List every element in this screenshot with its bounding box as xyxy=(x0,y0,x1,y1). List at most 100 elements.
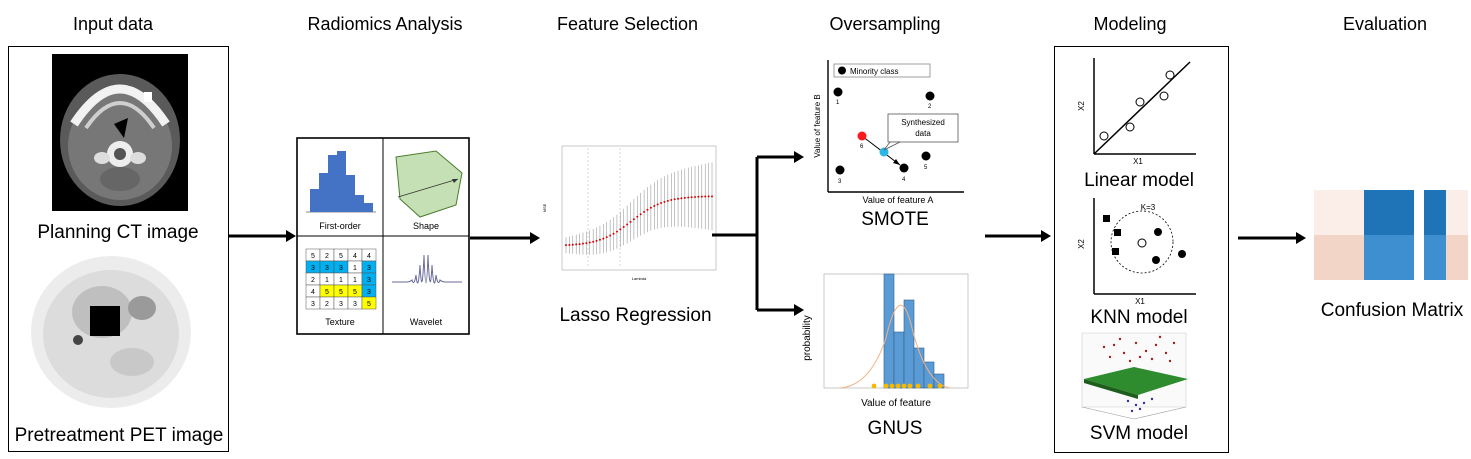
texture-cell-value: 5 xyxy=(353,289,357,296)
texture-cell-value: 1 xyxy=(325,277,329,284)
lasso-mean-point xyxy=(632,218,635,221)
stage-title-modeling: Modeling xyxy=(1093,14,1167,34)
wavelet-label: Wavelet xyxy=(410,317,443,327)
texture-cell-value: 3 xyxy=(367,265,371,272)
texture-cell-value: 5 xyxy=(367,301,371,308)
lasso-mean-point xyxy=(711,195,713,198)
pet-caption: Pretreatment PET image xyxy=(14,425,224,446)
lasso-mean-point xyxy=(643,210,646,213)
lasso-mean-point xyxy=(619,228,622,231)
lasso-mean-point xyxy=(649,206,652,209)
lasso-mean-point xyxy=(585,242,588,245)
texture-cell-value: 4 xyxy=(367,253,371,260)
smote-point-label-6: 6 xyxy=(860,144,864,150)
smote-plot: Value of feature B Value of feature A Mi… xyxy=(813,60,964,205)
smote-point-label-4: 4 xyxy=(902,177,906,183)
texture-cell-value: 1 xyxy=(353,277,357,284)
lasso-caption: Lasso Regression xyxy=(559,305,712,326)
first-order-histogram xyxy=(306,151,376,213)
lasso-mean-point xyxy=(598,238,601,241)
gnus-xlabel: Value of feature xyxy=(861,398,931,409)
texture-cell-value: 1 xyxy=(353,265,357,272)
texture-cell-value: 3 xyxy=(367,289,371,296)
ct-image xyxy=(52,54,188,211)
smote-point-label-3: 3 xyxy=(838,179,842,185)
arrow-oversampling-to-modeling xyxy=(985,230,1051,242)
texture-cell-value: 3 xyxy=(339,301,343,308)
svm-model-plot xyxy=(1081,332,1188,420)
texture-cell-value: 3 xyxy=(311,265,315,272)
lasso-mean-point xyxy=(622,226,625,229)
shape-blob xyxy=(395,150,463,218)
smote-callout-line2: data xyxy=(915,129,931,138)
lasso-mean-point xyxy=(568,243,571,246)
lasso-mean-point xyxy=(605,236,608,239)
lasso-mean-point xyxy=(680,197,683,200)
stage-title-input: Input data xyxy=(72,14,154,34)
arrow-modeling-to-evaluation xyxy=(1238,232,1306,244)
shape-label: Shape xyxy=(413,221,439,231)
lasso-mean-point xyxy=(636,215,639,218)
texture-cell-value: 4 xyxy=(353,253,357,260)
lasso-mean-point xyxy=(663,200,666,203)
lasso-mean-point xyxy=(700,195,703,198)
smote-callout-line1: Synthesized xyxy=(901,118,945,127)
svm-caption: SVM model xyxy=(1089,423,1189,444)
texture-cell-value: 5 xyxy=(339,253,343,260)
lasso-mean-point xyxy=(646,208,649,211)
confusion-matrix-caption: Confusion Matrix xyxy=(1320,300,1464,321)
confusion-matrices xyxy=(1314,190,1468,280)
stage-title-radiomics: Radiomics Analysis xyxy=(307,14,463,34)
lasso-mean-point xyxy=(653,204,656,207)
wavelet-curve xyxy=(392,254,462,284)
smote-legend: Minority class xyxy=(850,67,898,76)
smote-point-label-5: 5 xyxy=(924,165,928,171)
lasso-mean-point xyxy=(602,237,605,240)
first-order-label: First-order xyxy=(319,221,361,231)
lasso-mean-point xyxy=(670,199,673,202)
arrow-radiomics-to-selection xyxy=(470,232,540,244)
smote-point-label-1: 1 xyxy=(836,100,840,106)
smote-xlabel: Value of feature A xyxy=(863,195,934,205)
texture-cell-value: 5 xyxy=(311,253,315,260)
lasso-mean-point xyxy=(683,196,686,199)
stage-title-evaluation: Evaluation xyxy=(1342,14,1428,34)
texture-cell-value: 3 xyxy=(367,277,371,284)
texture-cell-value: 2 xyxy=(325,301,329,308)
linear-x2-label: X2 xyxy=(1077,101,1086,111)
texture-cell-value: 4 xyxy=(311,289,315,296)
lasso-mean-point xyxy=(575,243,578,246)
lasso-mean-point xyxy=(581,242,584,245)
knn-k-label: K=3 xyxy=(1141,203,1156,212)
lasso-mean-point xyxy=(592,240,595,243)
knn-caption: KNN model xyxy=(1090,307,1188,328)
arrow-input-to-radiomics xyxy=(228,230,296,242)
texture-cell-value: 1 xyxy=(339,277,343,284)
texture-label: Texture xyxy=(325,317,355,327)
lasso-mean-point xyxy=(595,239,598,242)
lasso-plot: MSE Lambda xyxy=(542,145,717,281)
lasso-mean-point xyxy=(565,244,567,247)
confusion-matrix-1 xyxy=(1314,190,1414,280)
gnus-plot: probability Value of feature xyxy=(802,273,969,409)
lasso-mean-point xyxy=(690,196,693,199)
lasso-mean-point xyxy=(571,243,574,246)
knn-x1-label: X1 xyxy=(1135,297,1145,306)
texture-cell xyxy=(361,296,377,310)
lasso-mean-point xyxy=(612,232,615,235)
lasso-mean-point xyxy=(578,243,581,246)
lasso-mean-point xyxy=(694,195,697,198)
lasso-mean-point xyxy=(677,197,680,200)
lasso-mean-point xyxy=(626,223,629,226)
ct-caption: Planning CT image xyxy=(37,222,199,243)
texture-cell-value: 2 xyxy=(311,277,315,284)
knn-x2-label: X2 xyxy=(1077,239,1086,249)
lasso-ylabel: MSE xyxy=(542,203,547,212)
texture-cell-value: 3 xyxy=(353,301,357,308)
lasso-mean-point xyxy=(588,241,591,244)
linear-caption: Linear model xyxy=(1084,170,1194,191)
smote-point-label-2: 2 xyxy=(928,104,932,110)
lasso-mean-point xyxy=(660,202,663,205)
lasso-mean-point xyxy=(666,199,669,202)
